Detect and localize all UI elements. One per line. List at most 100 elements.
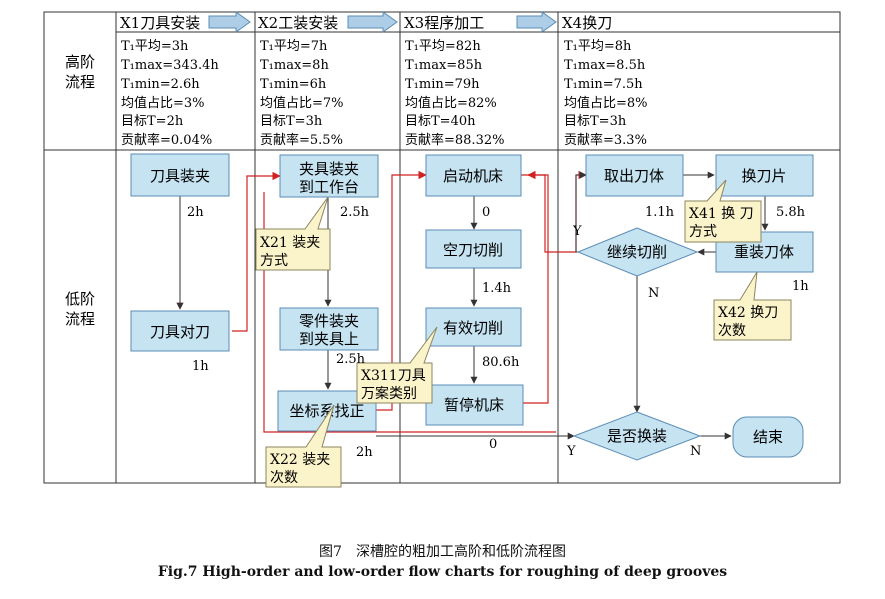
- text-air-cut: 空刀切削: [443, 241, 503, 259]
- stat-x4-avg: T₁平均=8h: [564, 39, 632, 54]
- flow-diagram: 高阶 流程 低阶 流程 X1刀具安装 X2工装安装 X3程序加工 X4换刀 T₁…: [43, 11, 841, 488]
- stat-x3-contrib: 贡献率=88.32%: [405, 132, 504, 148]
- time-2-5h-a: 2.5h: [340, 205, 370, 220]
- text-end: 结束: [753, 428, 783, 446]
- time-0-a: 0: [482, 205, 490, 220]
- stage-arrow-2: [347, 11, 398, 33]
- callout-x41-line2: 方式: [689, 224, 717, 240]
- callout-x41: [684, 179, 762, 243]
- text-part-clamp-1: 零件装夹: [299, 312, 359, 330]
- text-reinstall-holder: 重装刀体: [734, 243, 794, 261]
- stat-x1-min: T₁min=2.6h: [121, 77, 200, 92]
- time-5-8h: 5.8h: [776, 205, 806, 220]
- box-texts: 刀具装夹 刀具对刀 夹具装夹 到工作台 零件装夹 到夹具上 坐标系找正 启动机床…: [150, 160, 794, 446]
- callout-x42-line1: X42 换刀: [718, 304, 778, 321]
- box-end: [732, 416, 804, 458]
- text-tool-align: 刀具对刀: [150, 323, 210, 341]
- stat-x4-min: T₁min=7.5h: [564, 77, 643, 92]
- callout-x311: [356, 326, 438, 404]
- callout-x22-line1: X22 装夹: [270, 452, 330, 468]
- callout-x42: [713, 271, 792, 341]
- text-decision-change: 是否换装: [607, 427, 667, 445]
- time-1h-b: 1h: [792, 279, 809, 294]
- row-label-low-1: 低阶: [65, 290, 95, 308]
- text-effective-cut: 有效切削: [443, 319, 503, 337]
- time-2h: 2h: [187, 205, 204, 220]
- box-tool-clamp: [130, 153, 230, 197]
- red-link-pause-x4: [523, 170, 549, 404]
- box-effective-cut: [425, 307, 522, 347]
- stat-x1-avg: T₁平均=3h: [121, 39, 189, 54]
- stage-arrow-3: [516, 11, 557, 33]
- red-link-x1-x2: [232, 171, 281, 332]
- text-remove-holder: 取出刀体: [604, 167, 664, 185]
- text-fixture-install-2: 到工作台: [299, 178, 359, 196]
- stat-x2-avg: T₁平均=7h: [260, 39, 328, 54]
- callouts: [255, 179, 792, 488]
- time-1-1h: 1.1h: [645, 205, 675, 220]
- text-pause-machine: 暂停机床: [444, 396, 504, 414]
- time-80-6h: 80.6h: [482, 355, 520, 370]
- callout-x22-line2: 次数: [270, 470, 298, 486]
- box-start-machine: [425, 154, 522, 197]
- stat-x4-target: 目标T=3h: [564, 114, 627, 129]
- branch-n1: N: [648, 286, 659, 301]
- text-fixture-install-1: 夹具装夹: [299, 160, 359, 178]
- time-2-5h-b: 2.5h: [336, 352, 366, 367]
- callout-x311-line2: 万案类别: [361, 385, 417, 402]
- stat-x1-target: 目标T=2h: [121, 114, 184, 129]
- stage-title-x3: X3程序加工: [404, 14, 484, 32]
- time-labels: 2h 1h 2.5h 2.5h 2h 0 1.4h 80.6h 0 1.1h 5…: [187, 205, 809, 460]
- time-1-4h: 1.4h: [482, 281, 512, 296]
- stat-x2-target: 目标T=3h: [260, 114, 323, 129]
- branch-y1: Y: [572, 224, 582, 239]
- decision-continue-cut: [576, 227, 699, 277]
- stat-x2-contrib: 贡献率=5.5%: [260, 132, 343, 148]
- box-fixture-install: [279, 154, 379, 198]
- stat-x2-max: T₁max=8h: [260, 58, 329, 73]
- stage-arrow-1: [208, 11, 251, 33]
- text-start-machine: 启动机床: [443, 167, 503, 185]
- box-part-clamp: [279, 307, 379, 351]
- stat-x4-contrib: 贡献率=3.3%: [564, 132, 647, 148]
- stat-x3-max: T₁max=85h: [405, 58, 483, 73]
- stat-x3-target: 目标T=40h: [405, 114, 476, 129]
- stat-x3-avg: T₁平均=82h: [405, 39, 481, 54]
- stage-title-x2: X2工装安装: [258, 14, 338, 32]
- stat-x2-min: T₁min=6h: [260, 77, 327, 92]
- text-part-clamp-2: 到夹具上: [299, 330, 359, 348]
- box-air-cut: [425, 229, 522, 269]
- caption-english: Fig.7 High-order and low-order flow char…: [157, 564, 728, 580]
- row-label-high-1: 高阶: [65, 53, 95, 71]
- stage-title-x4: X4换刀: [562, 14, 612, 32]
- box-remove-holder: [585, 154, 684, 197]
- stat-x4-max: T₁max=8.5h: [564, 58, 646, 73]
- row-label-low-2: 流程: [65, 310, 95, 328]
- callout-x21-line1: X21 装夹: [260, 235, 320, 251]
- stat-x3-share: 均值占比=82%: [405, 95, 497, 111]
- stat-x2-share: 均值占比=7%: [260, 95, 344, 111]
- callout-x21: [255, 196, 331, 271]
- stat-x1-max: T₁max=343.4h: [121, 58, 219, 73]
- callout-x42-line2: 次数: [718, 323, 746, 339]
- box-change-insert: [715, 154, 814, 197]
- stat-x4-share: 均值占比=8%: [564, 95, 648, 111]
- decision-change-tool: [572, 411, 702, 461]
- stat-x1-share: 均值占比=3%: [121, 95, 205, 111]
- time-2h-b: 2h: [356, 445, 373, 460]
- callout-texts: X21 装夹 方式 X22 装夹 次数 X311刀具 万案类别 X41 换 刀 …: [260, 205, 778, 486]
- decisions: [572, 227, 702, 461]
- stage-title-x1: X1刀具安装: [120, 14, 200, 32]
- callout-x311-line1: X311刀具: [361, 368, 426, 384]
- stat-x1-contrib: 贡献率=0.04%: [121, 132, 212, 148]
- branch-n2: N: [690, 444, 701, 459]
- stat-x3-min: T₁min=79h: [405, 77, 480, 92]
- stage-stats: T₁平均=3h T₁max=343.4h T₁min=2.6h 均值占比=3% …: [121, 39, 648, 148]
- time-1h: 1h: [192, 359, 209, 374]
- branch-y2: Y: [566, 444, 576, 459]
- process-boxes: [130, 153, 814, 458]
- text-decision-continue: 继续切削: [607, 243, 667, 261]
- time-0-b: 0: [489, 437, 497, 452]
- box-tool-align: [130, 310, 230, 352]
- callout-x21-line2: 方式: [260, 253, 288, 269]
